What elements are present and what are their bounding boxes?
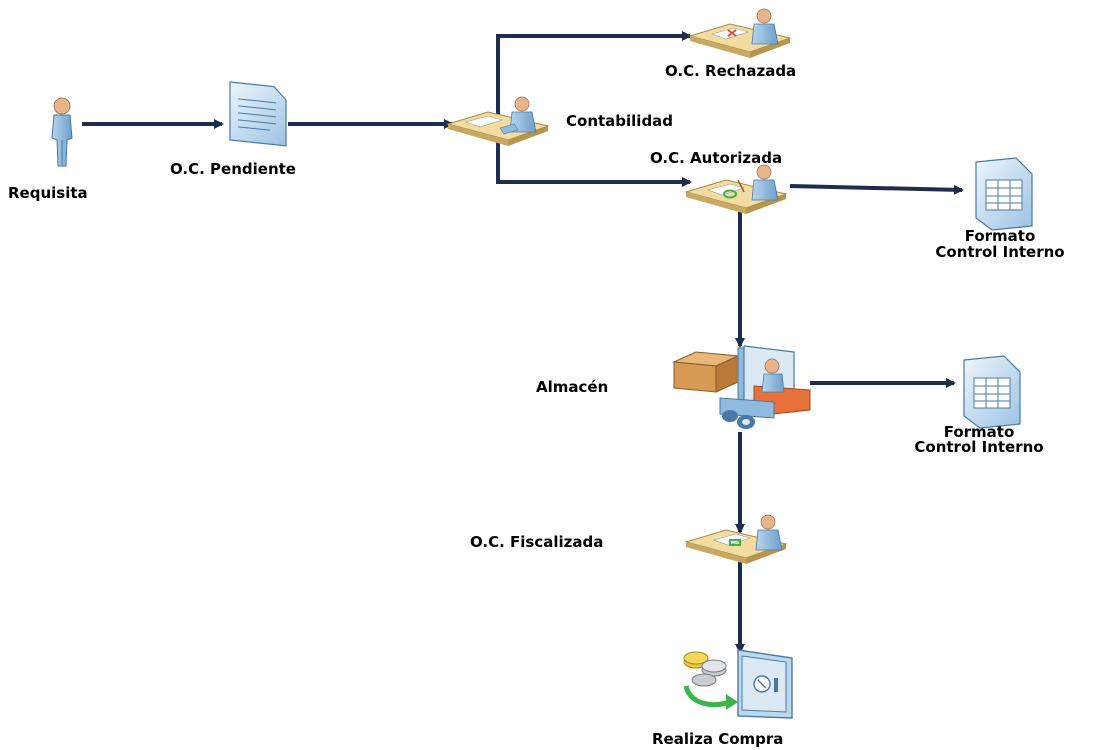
label-oc-fiscalizada: O.C. Fiscalizada bbox=[470, 533, 604, 551]
document-icon bbox=[229, 81, 287, 147]
label-oc-pendiente: O.C. Pendiente bbox=[170, 160, 296, 178]
label-almacen: Almacén bbox=[536, 378, 609, 396]
label-oc-rechazada: O.C. Rechazada bbox=[665, 62, 797, 80]
worker-desk-icon bbox=[446, 96, 550, 146]
connector-autorizada-formato bbox=[789, 184, 964, 195]
worker-desk-approved-icon bbox=[684, 164, 788, 214]
forklift-icon bbox=[672, 345, 811, 429]
spreadsheet-document-icon bbox=[975, 157, 1033, 231]
connector-contabilidad-rechazada bbox=[496, 31, 692, 118]
label-formato-2-line2: Control Interno bbox=[914, 438, 1044, 456]
spreadsheet-document-icon bbox=[963, 355, 1021, 429]
label-requisita: Requisita bbox=[8, 184, 88, 202]
label-formato-1-line1: Formato bbox=[964, 227, 1036, 245]
label-realiza-compra: Realiza Compra bbox=[652, 730, 784, 748]
connectors bbox=[82, 31, 964, 654]
safe-with-coins-icon bbox=[683, 649, 793, 719]
connector-contabilidad-autorizada bbox=[496, 130, 692, 187]
label-oc-autorizada: O.C. Autorizada bbox=[650, 149, 783, 167]
label-contabilidad: Contabilidad bbox=[566, 112, 674, 130]
person-icon bbox=[51, 97, 73, 167]
worker-desk-rejected-icon bbox=[688, 8, 792, 58]
label-formato-2-line1: Formato bbox=[943, 423, 1015, 441]
label-formato-1-line2: Control Interno bbox=[935, 243, 1065, 261]
worker-desk-approved-icon bbox=[684, 514, 788, 564]
